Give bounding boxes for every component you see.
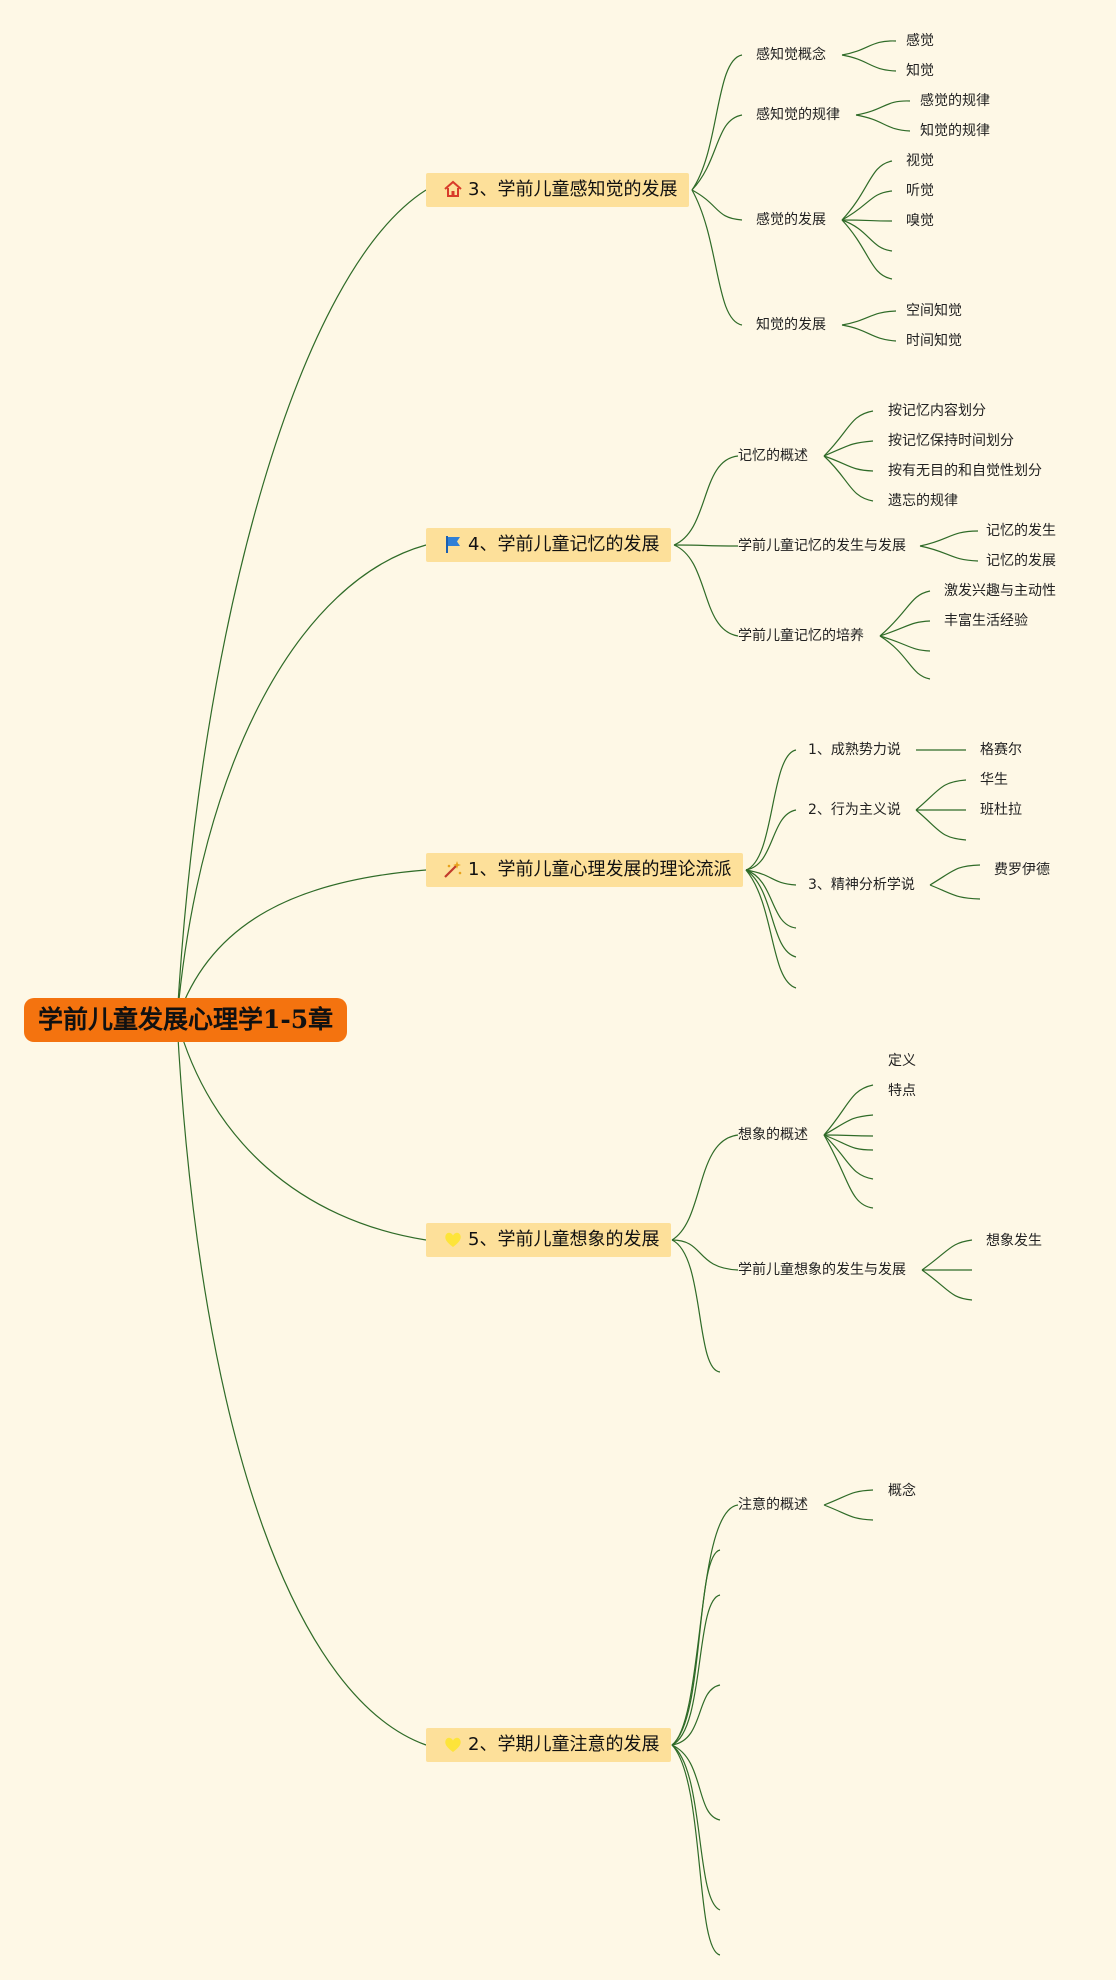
leaf-topic[interactable]: 听觉 <box>906 183 934 199</box>
subtopic[interactable]: 学前儿童记忆的培养 <box>738 628 864 644</box>
leaf-topic[interactable]: 格赛尔 <box>980 742 1022 758</box>
leaf-topic[interactable]: 遗忘的规律 <box>888 493 958 509</box>
branch-label: 4、学前儿童记忆的发展 <box>468 534 660 555</box>
branch-topic[interactable]: 4、学前儿童记忆的发展 <box>426 528 672 562</box>
leaf-topic[interactable]: 感觉 <box>906 33 934 49</box>
subtopic[interactable]: 学前儿童记忆的发生与发展 <box>738 538 906 554</box>
leaf-topic[interactable]: 记忆的发生 <box>986 523 1056 539</box>
subtopic[interactable]: 知觉的发展 <box>756 317 826 333</box>
branch-topic[interactable]: 1、学前儿童心理发展的理论流派 <box>426 853 744 887</box>
subtopic[interactable]: 3、精神分析学说 <box>808 877 915 893</box>
leaf-topic[interactable]: 华生 <box>980 772 1008 788</box>
subtopic[interactable]: 记忆的概述 <box>738 448 808 464</box>
branch-topic[interactable]: 2、学期儿童注意的发展 <box>426 1728 672 1762</box>
leaf-topic[interactable]: 按有无目的和自觉性划分 <box>888 463 1042 479</box>
connector <box>176 544 427 1021</box>
leaf-topic[interactable]: 想象发生 <box>986 1233 1042 1249</box>
leaf-topic[interactable]: 嗅觉 <box>906 213 934 229</box>
subtopic[interactable]: 感知觉的规律 <box>756 107 840 123</box>
root-topic[interactable]: 学前儿童发展心理学1-5章 <box>24 998 348 1042</box>
connector <box>176 189 427 1021</box>
house-icon <box>442 178 464 200</box>
subtopic[interactable]: 想象的概述 <box>738 1127 808 1143</box>
connector <box>176 869 427 1021</box>
wand-icon <box>442 858 464 880</box>
subtopic[interactable]: 感觉的发展 <box>756 212 826 228</box>
subtopic[interactable]: 2、行为主义说 <box>808 802 901 818</box>
subtopic[interactable]: 学前儿童想象的发生与发展 <box>738 1262 906 1278</box>
leaf-topic[interactable]: 知觉的规律 <box>920 123 990 139</box>
branch-label: 3、学前儿童感知觉的发展 <box>468 179 678 200</box>
branch-topic[interactable]: 3、学前儿童感知觉的发展 <box>426 173 690 207</box>
leaf-topic[interactable]: 时间知觉 <box>906 333 962 349</box>
subtopic[interactable]: 注意的概述 <box>738 1497 808 1513</box>
leaf-topic[interactable]: 班杜拉 <box>980 802 1022 818</box>
leaf-topic[interactable]: 空间知觉 <box>906 303 962 319</box>
flag-icon <box>442 533 464 555</box>
leaf-topic[interactable]: 感觉的规律 <box>920 93 990 109</box>
leaf-topic[interactable]: 定义 <box>888 1053 916 1069</box>
connector <box>176 1019 427 1241</box>
branch-topic[interactable]: 5、学前儿童想象的发展 <box>426 1223 672 1257</box>
leaf-topic[interactable]: 概念 <box>888 1483 916 1499</box>
leaf-topic[interactable]: 激发兴趣与主动性 <box>944 583 1056 599</box>
leaf-topic[interactable]: 记忆的发展 <box>986 553 1056 569</box>
leaf-topic[interactable]: 知觉 <box>906 63 934 79</box>
leaf-topic[interactable]: 丰富生活经验 <box>944 613 1028 629</box>
heart-icon <box>442 1228 464 1250</box>
branch-label: 1、学前儿童心理发展的理论流派 <box>468 859 732 880</box>
connector <box>176 1019 427 1746</box>
subtopic[interactable]: 感知觉概念 <box>756 47 826 63</box>
branch-label: 2、学期儿童注意的发展 <box>468 1734 660 1755</box>
branch-label: 5、学前儿童想象的发展 <box>468 1229 660 1250</box>
leaf-topic[interactable]: 视觉 <box>906 153 934 169</box>
leaf-topic[interactable]: 按记忆内容划分 <box>888 403 986 419</box>
leaf-topic[interactable]: 特点 <box>888 1083 916 1099</box>
subtopic[interactable]: 1、成熟势力说 <box>808 742 901 758</box>
heart-icon <box>442 1733 464 1755</box>
leaf-topic[interactable]: 费罗伊德 <box>994 862 1050 878</box>
leaf-topic[interactable]: 按记忆保持时间划分 <box>888 433 1014 449</box>
